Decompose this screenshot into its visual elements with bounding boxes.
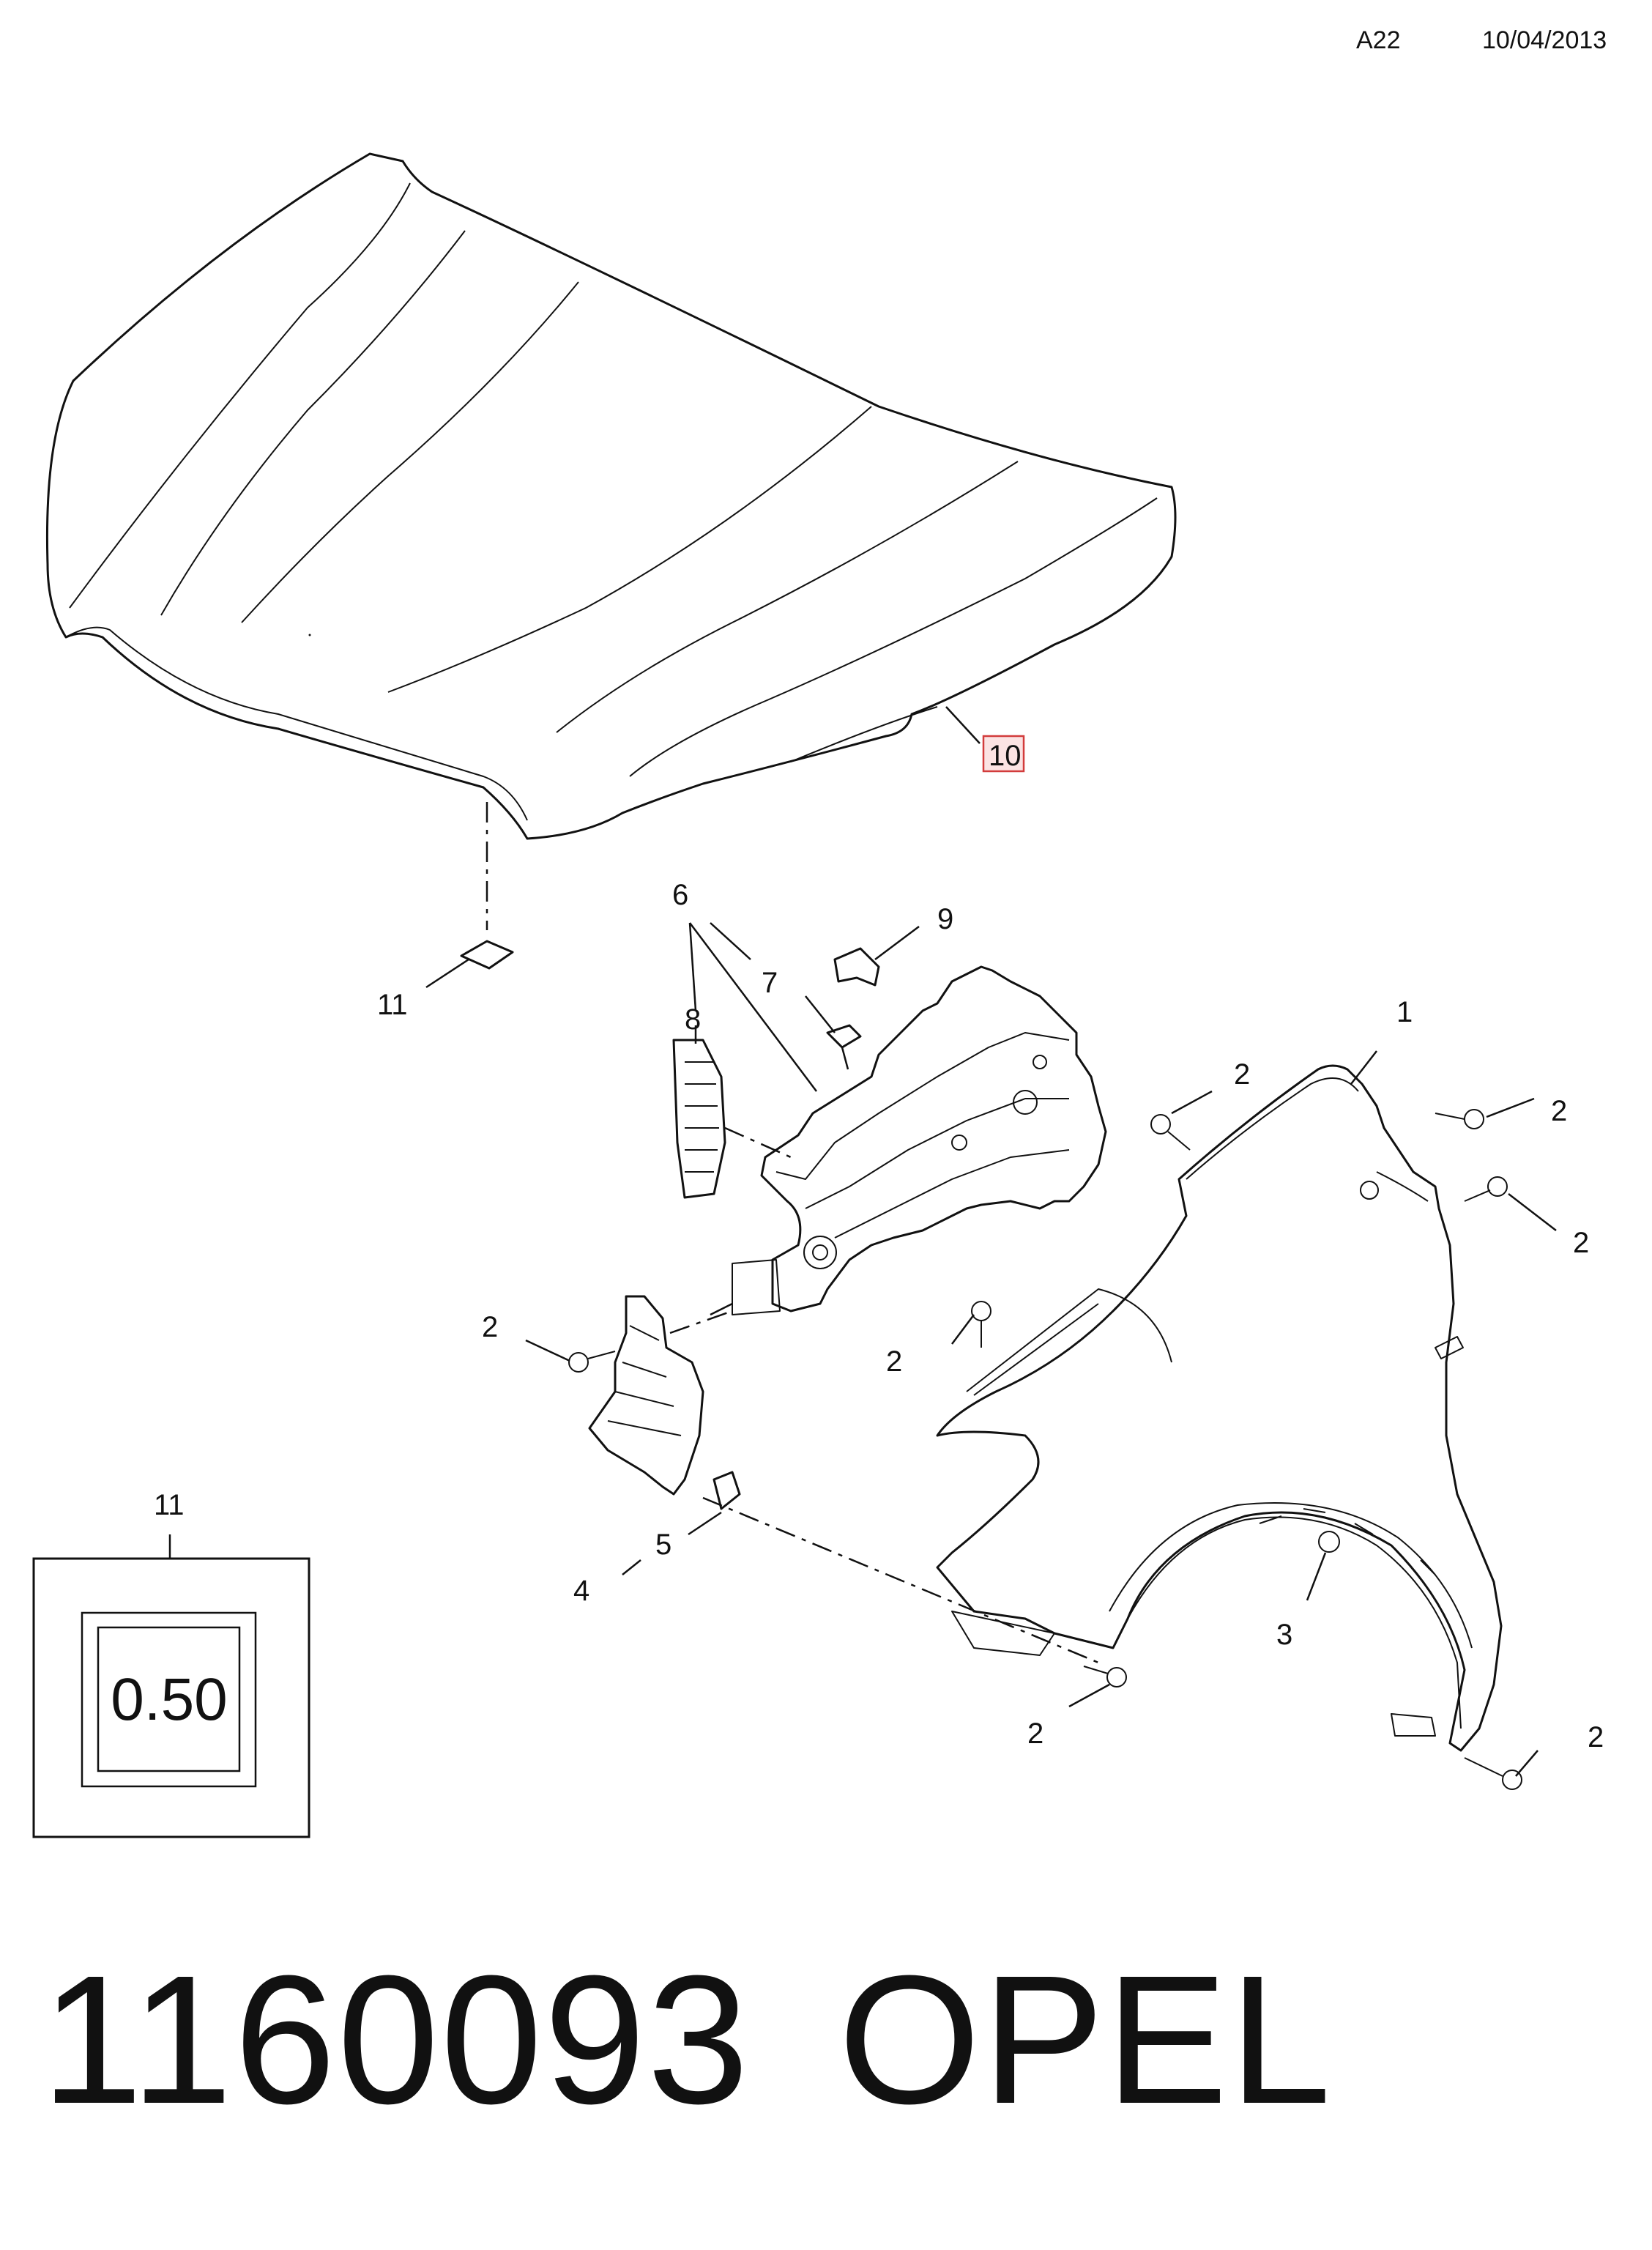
callout-2-d: 2	[482, 1311, 498, 1343]
bracket-4-drawing	[588, 1295, 733, 1496]
screw-icons	[568, 1109, 1522, 1790]
callout-1: 1	[1396, 996, 1413, 1028]
clip-7-drawing	[826, 1024, 862, 1070]
bracket-9-drawing	[833, 947, 880, 987]
callout-10: 10	[989, 740, 1022, 772]
callout-11: 11	[377, 989, 408, 1021]
sheet-code: A22	[1356, 26, 1401, 54]
brand-name: OPEL	[838, 1937, 1333, 2142]
callout-2-e: 2	[886, 1345, 902, 1378]
bracket-8-drawing	[672, 1039, 792, 1199]
callout-6: 6	[672, 879, 688, 911]
callout-7: 7	[762, 967, 778, 999]
callout-2-b: 2	[1551, 1095, 1567, 1127]
hood-drawing	[45, 152, 1177, 840]
callout-2-g: 2	[1588, 1721, 1604, 1753]
sheet-date: 10/04/2013	[1482, 26, 1607, 54]
callout-2-f: 2	[1027, 1718, 1043, 1750]
wheelhouse-panel-drawing	[710, 965, 1107, 1316]
clip-5-drawing	[712, 1471, 741, 1510]
bracket-leader	[702, 1496, 1099, 1664]
inset-part-11: 11 0.50	[32, 1489, 310, 1838]
callout-3: 3	[1276, 1619, 1292, 1651]
inset-value: 0.50	[111, 1666, 228, 1733]
insulation-pad-small	[425, 940, 514, 989]
callout-2-c: 2	[1573, 1227, 1589, 1259]
callout-4: 4	[573, 1575, 589, 1607]
fender-drawing	[936, 1064, 1503, 1752]
part-number: 1160093	[41, 1937, 751, 2142]
inset-label: 11	[154, 1489, 185, 1521]
callout-9: 9	[937, 903, 953, 935]
callout-5: 5	[655, 1529, 671, 1561]
callout-8: 8	[685, 1003, 701, 1036]
callout-leaders	[525, 922, 1557, 1777]
callout-10-highlight	[982, 735, 1025, 773]
callout-2-a: 2	[1234, 1058, 1250, 1091]
callout-labels: 10 11 6 9 7 8 1 2 2 2 2 2 2 2 3 4 5	[377, 735, 1604, 1753]
